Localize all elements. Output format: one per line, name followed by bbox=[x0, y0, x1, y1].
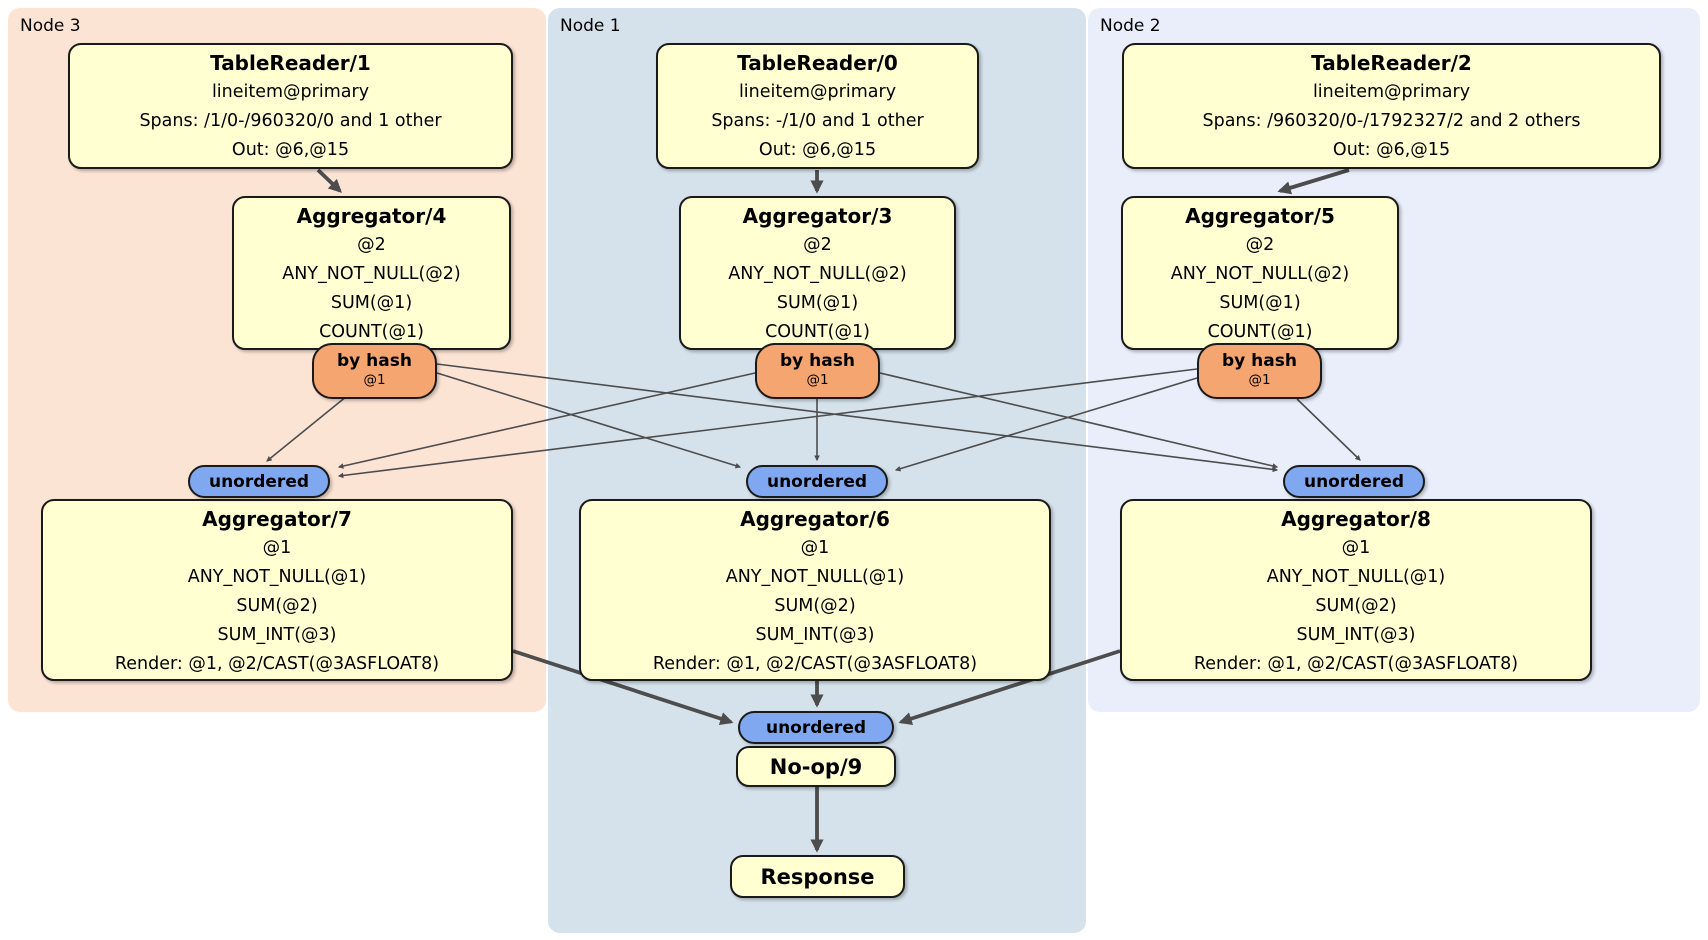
processor-response: Response bbox=[730, 855, 905, 898]
processor-detail: lineitem@primary bbox=[211, 82, 370, 102]
processor-detail: Out: @6,@15 bbox=[231, 140, 350, 160]
processor-detail: ANY_NOT_NULL(@1) bbox=[1266, 567, 1446, 587]
stream-unordered-node3: unordered bbox=[188, 465, 330, 498]
processor-detail: COUNT(@1) bbox=[765, 322, 870, 342]
processor-detail: @2 bbox=[1245, 235, 1275, 255]
processor-detail: COUNT(@1) bbox=[1207, 322, 1313, 342]
edge-agg8-final bbox=[898, 649, 1121, 726]
processor-noop-9: No-op/9 bbox=[736, 746, 896, 787]
router-label: by hash bbox=[337, 351, 412, 371]
processor-detail: Render: @1, @2/CAST(@3ASFLOAT8) bbox=[1193, 654, 1519, 674]
processor-detail: Spans: /960320/0-/1792327/2 and 2 others bbox=[1202, 111, 1581, 131]
processor-title: Aggregator/3 bbox=[742, 204, 893, 228]
processor-detail: ANY_NOT_NULL(@1) bbox=[725, 567, 905, 587]
router-detail: @1 bbox=[363, 372, 386, 388]
router-detail: @1 bbox=[1248, 372, 1271, 388]
processor-detail: SUM_INT(@3) bbox=[1296, 625, 1416, 645]
processor-detail: @1 bbox=[800, 538, 830, 558]
edge-hash2-s3 bbox=[337, 368, 1198, 479]
processor-title: Aggregator/5 bbox=[1185, 204, 1335, 228]
stream-label: unordered bbox=[766, 472, 868, 492]
processor-tablereader-2: TableReader/2 lineitem@primary Spans: /9… bbox=[1122, 43, 1661, 169]
processor-aggregator-7: Aggregator/7 @1 ANY_NOT_NULL(@1) SUM(@2)… bbox=[41, 499, 513, 681]
processor-detail: ANY_NOT_NULL(@2) bbox=[282, 264, 461, 284]
stream-label: unordered bbox=[1303, 472, 1405, 492]
processor-detail: @1 bbox=[262, 538, 292, 558]
processor-aggregator-5: Aggregator/5 @2 ANY_NOT_NULL(@2) SUM(@1)… bbox=[1121, 196, 1399, 350]
processor-detail: Spans: -/1/0 and 1 other bbox=[711, 111, 924, 131]
edge-agg7-final bbox=[512, 649, 734, 726]
router-label: by hash bbox=[1222, 351, 1297, 371]
edge-tr1-agg4 bbox=[316, 168, 342, 193]
region-node1-label: Node 1 bbox=[560, 16, 621, 36]
processor-detail: Out: @6,@15 bbox=[1332, 140, 1451, 160]
processor-detail: SUM(@2) bbox=[1315, 596, 1397, 616]
processor-aggregator-4: Aggregator/4 @2 ANY_NOT_NULL(@2) SUM(@1)… bbox=[232, 196, 511, 350]
router-by-hash-node3: by hash @1 bbox=[312, 343, 437, 399]
processor-detail: Out: @6,@15 bbox=[758, 140, 877, 160]
edge-hash3-s2 bbox=[436, 363, 1279, 473]
edge-hash1-s3 bbox=[337, 372, 756, 469]
stream-unordered-node2: unordered bbox=[1283, 465, 1425, 498]
processor-detail: SUM(@2) bbox=[774, 596, 856, 616]
processor-tablereader-0: TableReader/0 lineitem@primary Spans: -/… bbox=[656, 43, 979, 169]
processor-title: TableReader/2 bbox=[1311, 51, 1472, 75]
processor-aggregator-8: Aggregator/8 @1 ANY_NOT_NULL(@1) SUM(@2)… bbox=[1120, 499, 1592, 681]
processor-detail: Render: @1, @2/CAST(@3ASFLOAT8) bbox=[114, 654, 440, 674]
edge-hash2-s1 bbox=[894, 377, 1198, 472]
processor-detail: SUM(@1) bbox=[330, 293, 413, 313]
stream-label: unordered bbox=[208, 472, 310, 492]
processor-detail: SUM(@2) bbox=[236, 596, 318, 616]
processor-detail: Spans: /1/0-/960320/0 and 1 other bbox=[139, 111, 442, 131]
processor-title: TableReader/1 bbox=[210, 51, 371, 75]
region-node2-label: Node 2 bbox=[1100, 16, 1161, 36]
router-by-hash-node2: by hash @1 bbox=[1197, 343, 1322, 399]
processor-detail: ANY_NOT_NULL(@1) bbox=[187, 567, 367, 587]
processor-aggregator-6: Aggregator/6 @1 ANY_NOT_NULL(@1) SUM(@2)… bbox=[579, 499, 1051, 681]
processor-title: Aggregator/7 bbox=[202, 507, 352, 531]
processor-detail: Render: @1, @2/CAST(@3ASFLOAT8) bbox=[652, 654, 978, 674]
edge-tr2-agg5 bbox=[1277, 168, 1350, 195]
edge-hash2-s2 bbox=[1296, 398, 1361, 461]
edge-hash1-s2 bbox=[879, 372, 1279, 469]
processor-detail: ANY_NOT_NULL(@2) bbox=[1170, 264, 1350, 284]
region-node3-label: Node 3 bbox=[20, 16, 81, 36]
processor-tablereader-1: TableReader/1 lineitem@primary Spans: /1… bbox=[68, 43, 513, 169]
router-detail: @1 bbox=[806, 372, 829, 388]
processor-title: Aggregator/4 bbox=[296, 204, 447, 228]
processor-detail: @2 bbox=[357, 235, 386, 255]
processor-detail: @2 bbox=[803, 235, 832, 255]
processor-title: Aggregator/6 bbox=[740, 507, 890, 531]
stream-unordered-node1: unordered bbox=[746, 465, 888, 498]
edge-hash3-s1 bbox=[436, 372, 742, 469]
processor-detail: SUM(@1) bbox=[1219, 293, 1301, 313]
processor-title: Response bbox=[760, 865, 875, 889]
edge-hash3-s3 bbox=[266, 395, 348, 462]
processor-detail: SUM_INT(@3) bbox=[217, 625, 337, 645]
stream-unordered-final: unordered bbox=[738, 711, 894, 744]
router-by-hash-node1: by hash @1 bbox=[755, 343, 880, 399]
processor-title: Aggregator/8 bbox=[1281, 507, 1431, 531]
processor-detail: lineitem@primary bbox=[1312, 82, 1471, 102]
processor-aggregator-3: Aggregator/3 @2 ANY_NOT_NULL(@2) SUM(@1)… bbox=[679, 196, 956, 350]
processor-title: TableReader/0 bbox=[737, 51, 898, 75]
router-label: by hash bbox=[780, 351, 855, 371]
stream-label: unordered bbox=[765, 718, 867, 738]
processor-detail: @1 bbox=[1341, 538, 1371, 558]
processor-detail: SUM_INT(@3) bbox=[755, 625, 875, 645]
processor-title: No-op/9 bbox=[769, 755, 863, 779]
processor-detail: SUM(@1) bbox=[776, 293, 859, 313]
processor-detail: ANY_NOT_NULL(@2) bbox=[728, 264, 907, 284]
processor-detail: COUNT(@1) bbox=[319, 322, 424, 342]
processor-detail: lineitem@primary bbox=[738, 82, 897, 102]
